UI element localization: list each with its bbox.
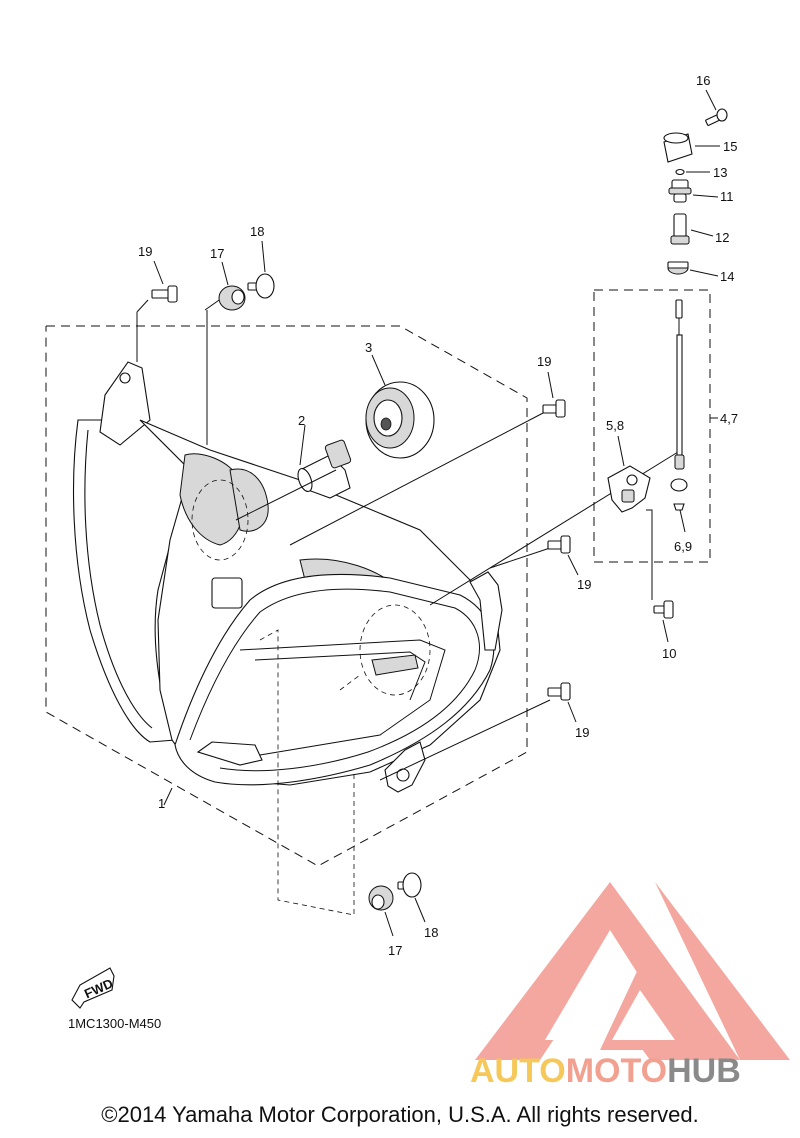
shaft-12 [670, 213, 714, 245]
copyright-notice: ©2014 Yamaha Motor Corporation, U.S.A. A… [101, 1102, 699, 1127]
label-15: 15 [723, 139, 737, 154]
o-ring-13 [675, 168, 710, 176]
label-1: 1 [158, 796, 165, 811]
grommet-17-top [218, 261, 246, 311]
watermark-logo [475, 882, 790, 1060]
label-19-lower: 19 [577, 577, 591, 592]
label-19-top: 19 [138, 244, 152, 259]
screw-19-bottom [547, 682, 577, 723]
label-18-bottom: 18 [424, 925, 438, 940]
watermark-part-1: AUTO [470, 1052, 566, 1090]
label-17-bottom: 17 [388, 943, 402, 958]
label-4-7: 4,7 [720, 411, 738, 426]
fitting-11 [668, 179, 719, 203]
label-16: 16 [696, 73, 710, 88]
watermark-part-2: MOTO [565, 1052, 668, 1090]
label-2: 2 [298, 413, 305, 428]
cap-15 [663, 132, 720, 163]
label-14: 14 [720, 269, 734, 284]
diagram-code: 1MC1300-M450 [68, 1016, 162, 1031]
adjuster-rod [670, 299, 688, 492]
grommet-17-bottom [368, 885, 394, 937]
label-17-top: 17 [210, 246, 224, 261]
screw-18-bottom [397, 872, 426, 923]
screw-18-top [247, 240, 275, 299]
fwd-label: FWD [82, 976, 115, 1002]
label-11: 11 [720, 189, 734, 204]
watermark-part-3: HUB [667, 1052, 741, 1090]
label-13: 13 [713, 165, 727, 180]
screw-10 [653, 600, 674, 643]
label-19-mid: 19 [537, 354, 551, 369]
label-18-top: 18 [250, 224, 264, 239]
socket-cover [365, 354, 435, 459]
label-12: 12 [715, 230, 729, 245]
screw-19-mid [542, 371, 566, 418]
screw-19-lower [547, 535, 579, 576]
bulb [297, 424, 352, 499]
assembly-outline [45, 325, 528, 867]
watermark-text: AUTOMOTOHUB [470, 1052, 741, 1091]
bracket-5-8 [607, 435, 653, 600]
nut-14 [667, 261, 719, 277]
label-10: 10 [662, 646, 676, 661]
adjuster-outline [593, 289, 718, 563]
callout-labels: 1 2 3 4,7 5,8 6,9 10 11 12 13 14 15 16 1… [138, 73, 738, 958]
label-19-bottom: 19 [575, 725, 589, 740]
headlight-assembly [73, 361, 503, 916]
label-6-9: 6,9 [674, 539, 692, 554]
screw-16 [705, 89, 728, 126]
clip-6-9 [673, 503, 686, 533]
label-5-8: 5,8 [606, 418, 624, 433]
fwd-arrow-icon: FWD [71, 967, 115, 1009]
screw-19-top [151, 260, 178, 303]
label-3: 3 [365, 340, 372, 355]
